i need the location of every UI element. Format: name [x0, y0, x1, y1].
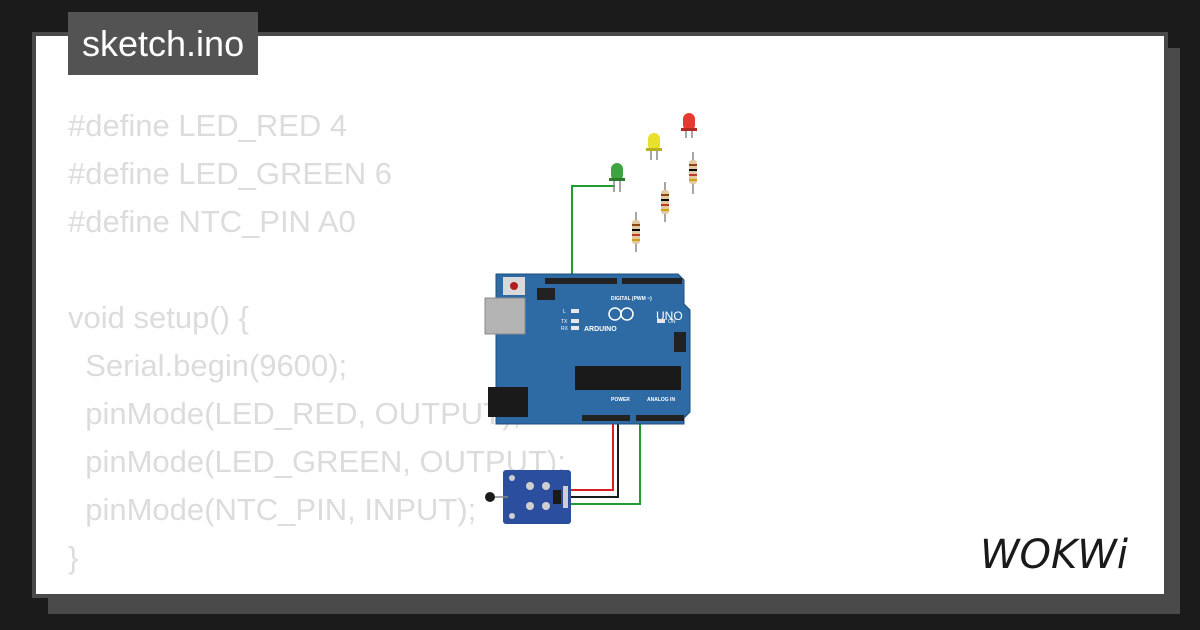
wokwi-logo: WOKWi: [980, 532, 1128, 578]
arduino-uno-board[interactable]: DIGITAL (PWM ~) UNO ARDUINO L TX RX ON P…: [484, 273, 691, 425]
wire-power: [568, 418, 614, 491]
wire-analog: [568, 418, 641, 505]
code-line: pinMode(LED_RED, OUTPUT);: [68, 396, 522, 431]
wire-ground: [568, 418, 619, 498]
header-top-right: [622, 278, 682, 284]
power-label: POWER: [611, 397, 630, 403]
tx-led-label: TX: [561, 319, 568, 325]
thermistor-icon: [485, 492, 495, 502]
power-jack: [488, 387, 528, 417]
microcontroller-chip: [575, 366, 681, 390]
wire-green-led: [571, 185, 615, 280]
arduino-logo-icon: [608, 307, 634, 321]
rx-led-label: RX: [561, 326, 569, 332]
resistor-3[interactable]: [689, 152, 697, 194]
resistor-2[interactable]: [661, 182, 669, 222]
code-line: Serial.begin(9600);: [68, 348, 348, 383]
red-led[interactable]: [681, 113, 697, 138]
file-name-tab: sketch.ino: [68, 12, 259, 75]
circuit-diagram: DIGITAL (PWM ~) UNO ARDUINO L TX RX ON P…: [484, 113, 697, 524]
code-line: #define LED_RED 4: [68, 108, 348, 143]
header-analog: [636, 415, 684, 421]
l-led-label: L: [563, 309, 566, 315]
icsp-header: [537, 288, 555, 300]
header-top-left: [545, 278, 617, 284]
ntc-temperature-sensor-module[interactable]: [485, 470, 571, 524]
code-preview: #define LED_RED 4 #define LED_GREEN 6 #def…: [68, 102, 566, 582]
code-line: #define LED_GREEN 6: [68, 156, 392, 191]
on-led-label: ON: [668, 319, 676, 325]
wokwi-logo-text: WOKWi: [980, 532, 1128, 578]
board-brand: ARDUINO: [584, 326, 617, 333]
resistor-1[interactable]: [632, 212, 640, 252]
green-led[interactable]: [609, 163, 625, 192]
usb-port: [484, 297, 526, 335]
code-line: void setup() {: [68, 300, 249, 335]
code-line: }: [68, 540, 79, 575]
yellow-led[interactable]: [646, 133, 662, 160]
code-line: pinMode(NTC_PIN, INPUT);: [68, 492, 477, 527]
digital-label: DIGITAL (PWM ~): [611, 296, 652, 302]
analog-label: ANALOG IN: [647, 397, 675, 403]
code-line: #define NTC_PIN A0: [68, 204, 356, 239]
code-line: pinMode(LED_GREEN, OUTPUT);: [68, 444, 566, 479]
icsp-header-2: [674, 332, 686, 352]
header-power: [582, 415, 630, 421]
